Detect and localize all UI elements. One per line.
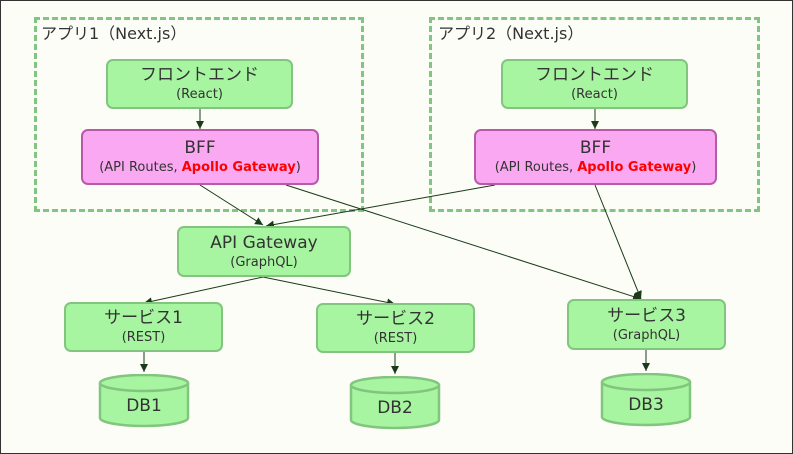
db2-cylinder-icon: DB2	[349, 376, 441, 430]
node-service1-subtitle: (REST)	[121, 330, 166, 345]
node-bff1-title: BFF	[184, 138, 216, 158]
node-api-gateway-title: API Gateway	[210, 232, 318, 253]
node-frontend2: フロントエンド (React)	[501, 59, 688, 109]
group-app1	[34, 17, 364, 212]
node-bff1-sub-prefix: (API Routes,	[99, 160, 182, 175]
group-app1-label: アプリ1（Next.js）	[41, 24, 187, 43]
node-bff1-sub-suffix: )	[295, 160, 301, 175]
db3-label: DB3	[628, 395, 664, 415]
db1-cylinder-icon: DB1	[98, 374, 190, 428]
edge-bff2-gateway	[265, 184, 496, 229]
db2-label: DB2	[377, 398, 413, 418]
node-frontend1-title: フロントエンド	[140, 65, 259, 85]
node-service3: サービス3 (GraphQL)	[567, 299, 726, 350]
node-bff1-sub-highlight: Apollo Gateway	[181, 160, 296, 175]
node-frontend1: フロントエンド (React)	[106, 59, 293, 109]
node-service2-title: サービス2	[356, 309, 435, 329]
node-bff2-sub-highlight: Apollo Gateway	[577, 160, 692, 175]
edge-bff1-gateway	[199, 184, 264, 226]
node-service3-title: サービス3	[607, 305, 686, 326]
edge-bff1-service3	[285, 184, 642, 301]
db3-cylinder-icon: DB3	[600, 373, 692, 427]
node-bff1: BFF (API Routes, Apollo Gateway)	[81, 129, 319, 185]
edge-bff2-service3	[594, 184, 642, 300]
node-service1-title: サービス1	[104, 308, 183, 328]
node-service1: サービス1 (REST)	[64, 302, 223, 352]
node-api-gateway-subtitle: (GraphQL)	[230, 254, 298, 270]
node-bff1-subtitle: (API Routes, Apollo Gateway)	[99, 159, 301, 177]
node-service3-subtitle: (GraphQL)	[612, 327, 681, 343]
node-service2-subtitle: (REST)	[373, 331, 418, 346]
group-app2	[429, 17, 760, 212]
node-bff2-subtitle: (API Routes, Apollo Gateway)	[495, 159, 697, 177]
edge-gateway-service2	[262, 276, 396, 307]
group-app2-label: アプリ2（Next.js）	[438, 24, 584, 43]
node-bff2-title: BFF	[579, 138, 612, 158]
node-service2: サービス2 (REST)	[316, 303, 475, 353]
node-bff2-sub-suffix: )	[691, 160, 697, 175]
node-api-gateway: API Gateway (GraphQL)	[177, 226, 351, 277]
node-frontend2-subtitle: (React)	[571, 87, 618, 102]
db1-label: DB1	[126, 396, 162, 416]
node-bff2-sub-prefix: (API Routes,	[494, 160, 578, 175]
node-frontend1-subtitle: (React)	[176, 87, 223, 102]
node-frontend2-title: フロントエンド	[535, 65, 654, 85]
node-bff2: BFF (API Routes, Apollo Gateway)	[474, 129, 717, 185]
edge-gateway-service1	[143, 276, 264, 306]
